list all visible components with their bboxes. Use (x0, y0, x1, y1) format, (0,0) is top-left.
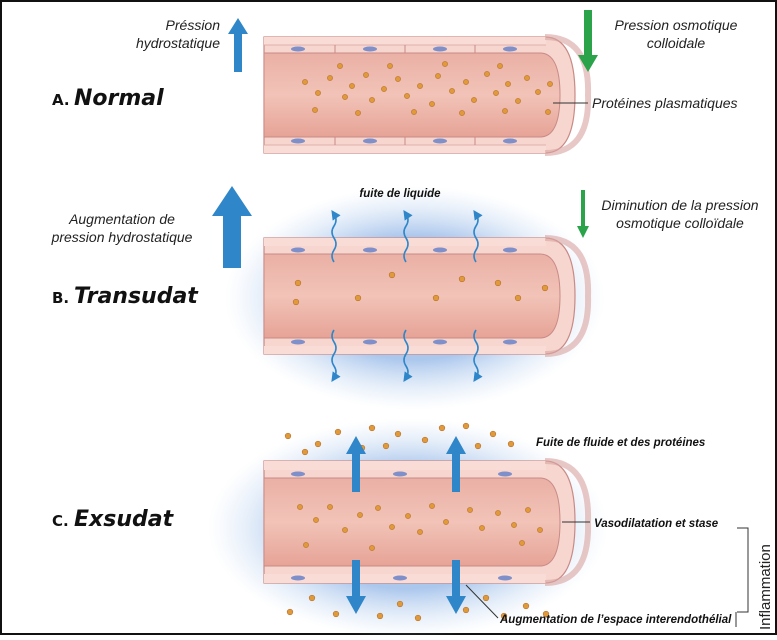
label-plasma-proteins: Protéines plasmatiques (592, 95, 738, 111)
label-decreased-osmotic-line1: Diminution de la pression (601, 197, 758, 213)
label-hydrostatic-pressure-line2: hydrostatique (136, 35, 220, 51)
label-increased-hydrostatic-line2: pression hydrostatique (51, 229, 193, 245)
vessel-c (264, 461, 588, 583)
panel-a-title: Normal (74, 86, 164, 111)
label-vasodilatation: Vasodilatation et stase (594, 518, 719, 530)
vessel-a (264, 37, 588, 153)
label-osmotic-pressure-line2: colloidale (647, 35, 706, 51)
vessel-b (264, 238, 588, 354)
label-inflammation: Inflammation (757, 544, 774, 630)
label-hydrostatic-pressure-line1: Préssion (166, 17, 221, 33)
label-fluid-leak: fuite de liquide (359, 188, 441, 200)
label-decreased-osmotic-line2: osmotique colloïdale (616, 215, 744, 231)
inflammation-bracket (737, 528, 748, 612)
label-osmotic-pressure-line1: Pression osmotique (615, 17, 738, 33)
panel-c-letter: C. (52, 512, 69, 530)
panel-a-letter: A. (52, 91, 70, 109)
label-increased-hydrostatic-line1: Augmentation de (68, 211, 175, 227)
panel-a-normal: A. Normal Préssion hydrostatique Pressio… (52, 10, 738, 153)
panel-c-exsudat: C. Exsudat Fuite de fluide et des protéi… (52, 418, 774, 635)
panel-b-letter: B. (52, 289, 69, 307)
arrow-up-hydrostatic-a (228, 18, 248, 72)
panel-c-title: Exsudat (74, 507, 175, 532)
label-interendothelial-space: Augmentation de l’espace interendothélia… (499, 614, 732, 626)
panel-b-title: Transudat (74, 284, 199, 309)
arrow-down-osmotic-b (577, 190, 589, 238)
label-fluid-protein-leak: Fuite de fluide et des protéines (536, 437, 705, 449)
panel-b-transudat: B. Transudat fuite de liquide Augmentati… (51, 186, 759, 410)
